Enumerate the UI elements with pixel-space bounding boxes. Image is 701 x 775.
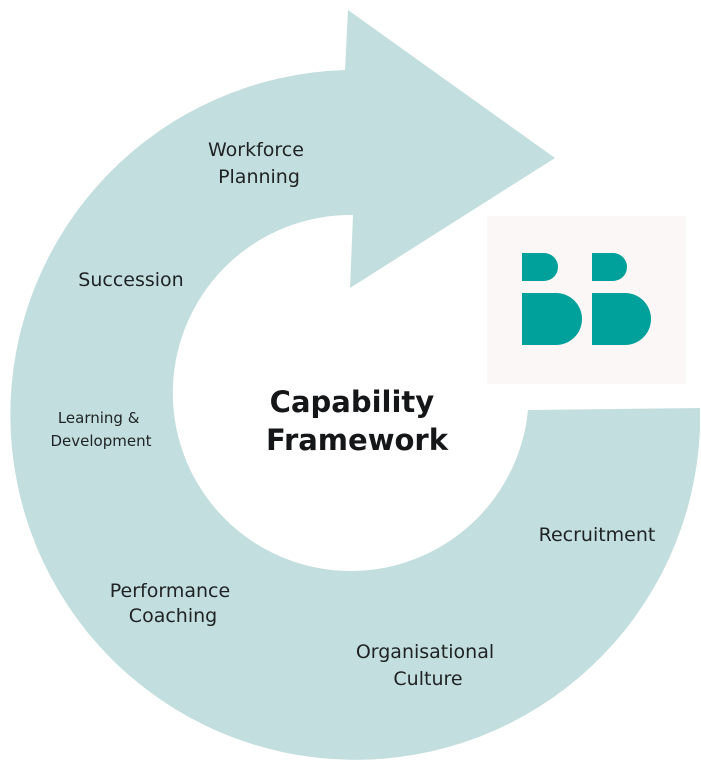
stage-label-learning-development: Learning & Development: [51, 409, 152, 450]
bb-logo-icon: [522, 253, 651, 345]
center-title: Capability Framework: [266, 385, 449, 457]
stage-label-workforce-planning: Workforce Planning: [208, 139, 310, 188]
cycle-arrow-ring: [10, 10, 701, 760]
stage-label-succession: Succession: [78, 269, 183, 291]
stage-label-performance-coaching: Performance Coaching: [110, 580, 236, 627]
logo-card: [487, 216, 686, 384]
stage-label-recruitment: Recruitment: [539, 524, 656, 546]
stage-label-organisational-culture: Organisational Culture: [356, 641, 500, 690]
